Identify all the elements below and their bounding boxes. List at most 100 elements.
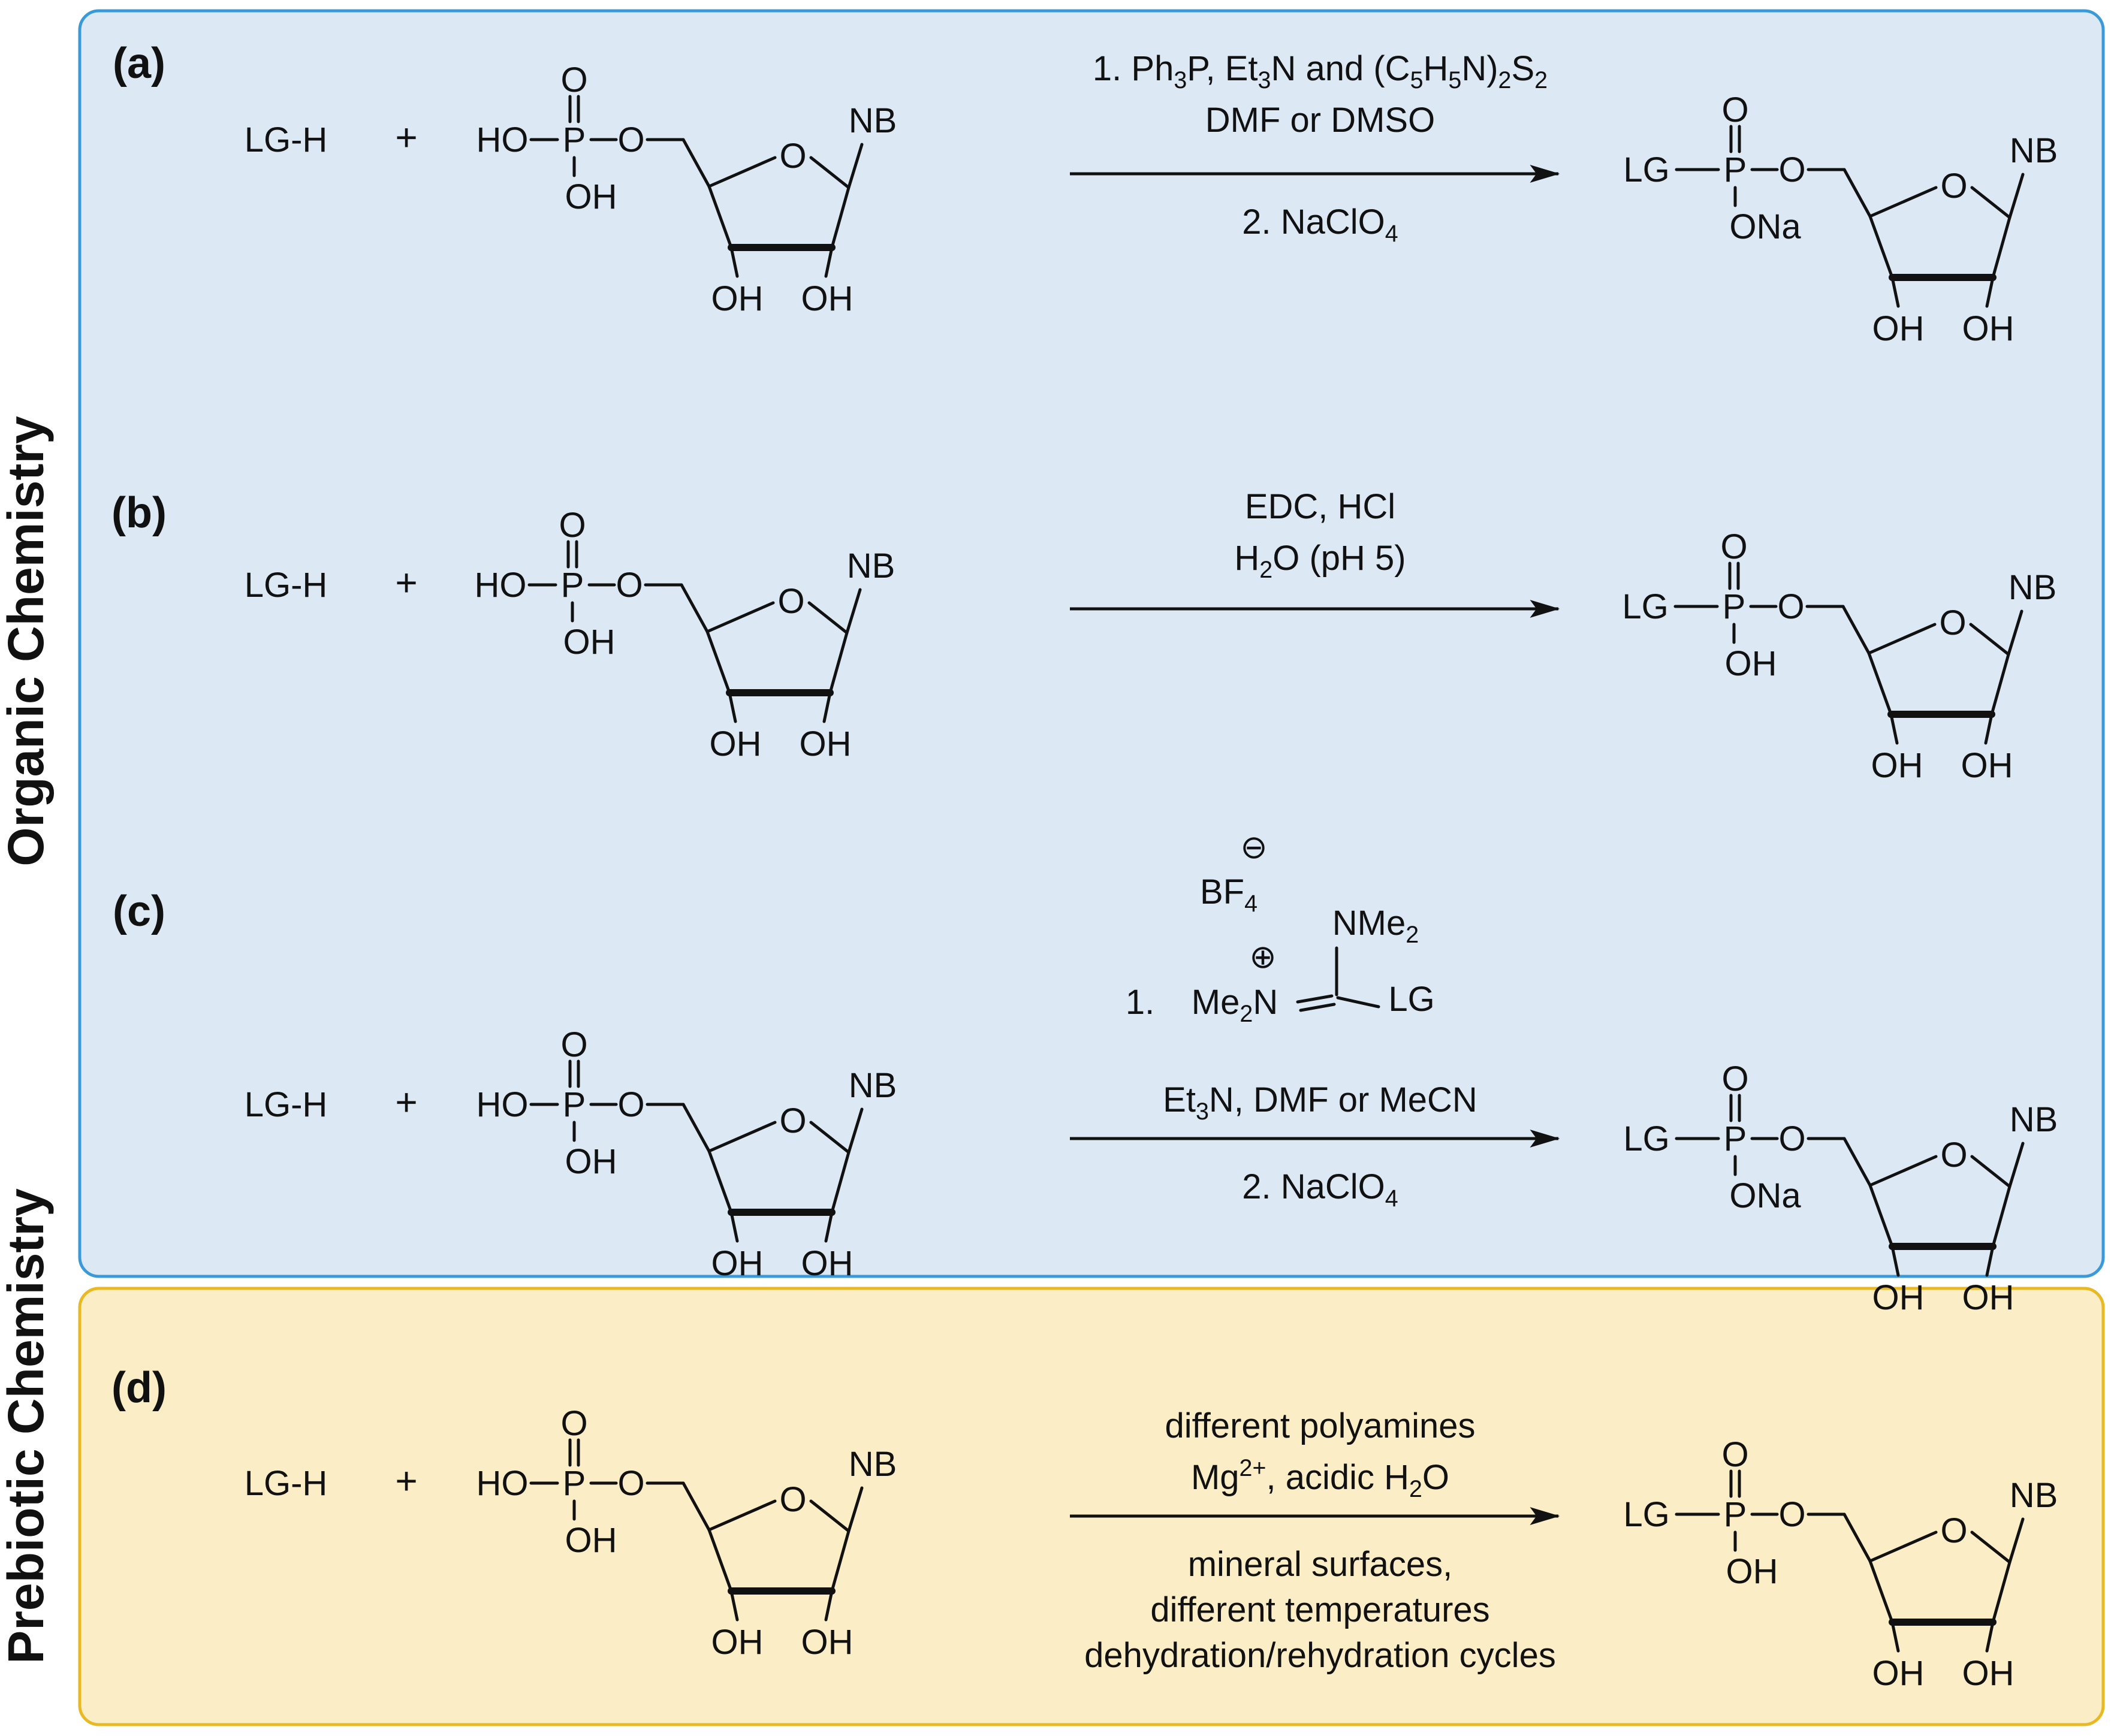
anion-charge: ⊖ xyxy=(1240,829,1267,865)
ring-bond xyxy=(707,1528,733,1593)
phosphorus-label: P xyxy=(1723,587,1746,626)
ring-oxygen-label: O xyxy=(1940,167,1967,206)
c3-oh-bond xyxy=(1889,712,1899,745)
ring-bond xyxy=(830,1529,851,1593)
ring-bond xyxy=(1970,1155,2012,1188)
phosphate-lower-label: OH xyxy=(565,177,617,216)
panel-letter: (d) xyxy=(111,1364,167,1412)
phosphorus-label: P xyxy=(1724,1119,1747,1158)
reagent-lg-label: LG xyxy=(1388,980,1434,1019)
phosphorus-label: P xyxy=(1724,150,1747,189)
panel-letter: (c) xyxy=(113,887,165,935)
ring-bond xyxy=(1868,1155,1938,1187)
phosphate-lower-label: OH xyxy=(1726,1552,1778,1591)
ring-bond xyxy=(830,186,851,249)
hydroxyl-label: OH xyxy=(711,279,764,318)
c3-oh-bond xyxy=(729,1589,739,1622)
ring-bond xyxy=(1867,623,1937,655)
lg-label: LG xyxy=(1623,1495,1669,1534)
ring-bond xyxy=(707,185,733,249)
ring-oxygen-label: O xyxy=(779,137,806,176)
phosphorus-label: P xyxy=(561,566,584,605)
ring-bond xyxy=(1868,186,1938,218)
oxo-label: O xyxy=(1721,1435,1748,1474)
condition-above: Mg2+, acidic H2O xyxy=(1191,1455,1449,1502)
hydroxyl-label: OH xyxy=(1871,746,1923,785)
phosphate-lower-label: ONa xyxy=(1729,1176,1801,1215)
prebiotic-chemistry-box xyxy=(78,1287,2105,1726)
nucleobase-label: NB xyxy=(849,101,897,140)
ring-bond xyxy=(1990,653,2010,716)
ring-bond xyxy=(705,601,775,633)
c1-nb-bond xyxy=(2008,173,2025,219)
ester-oxygen-label: O xyxy=(1778,150,1805,189)
nme2-label: NMe2 xyxy=(1332,904,1419,948)
condition-below: mineral surfaces, xyxy=(1188,1545,1453,1584)
condition-above: EDC, HCl xyxy=(1245,487,1395,526)
c1-nb-bond xyxy=(847,143,864,189)
ring-bond xyxy=(707,1499,777,1532)
ring-bond xyxy=(707,156,777,188)
ring-oxygen-label: O xyxy=(777,582,804,621)
c1-nb-bond xyxy=(2008,1517,2025,1564)
hydroxyl-label: OH xyxy=(1872,309,1925,348)
ring-bond xyxy=(807,601,849,635)
plus-sign: + xyxy=(395,561,417,604)
nucleobase-label: NB xyxy=(2010,1476,2058,1515)
c1-nb-bond xyxy=(845,588,862,635)
c3-oh-bond xyxy=(728,691,737,723)
ch2-c4-bond xyxy=(1842,1137,1872,1187)
step-number: 1. xyxy=(1126,983,1154,1022)
ring-oxygen-label: O xyxy=(1940,1136,1967,1175)
ester-oxygen-label: O xyxy=(617,1085,644,1124)
c2-oh-bond xyxy=(822,691,832,723)
me2n-label: Me2N xyxy=(1192,983,1278,1027)
lgh-label: LG-H xyxy=(245,1085,328,1124)
ester-oxygen-label: O xyxy=(1778,1119,1805,1158)
ho-label: HO xyxy=(475,566,527,605)
oxo-label: O xyxy=(560,61,587,99)
lgh-label: LG-H xyxy=(245,566,328,605)
hydroxyl-label: OH xyxy=(800,724,852,763)
ring-oxygen-label: O xyxy=(1939,603,1966,642)
ch2-c4-bond xyxy=(681,1481,711,1532)
ester-oxygen-label: O xyxy=(616,566,643,605)
ring-bond xyxy=(1868,215,1894,279)
organic-chemistry-label: Organic Chemistry xyxy=(0,416,54,867)
ring-oxygen-label: O xyxy=(779,1101,806,1140)
c1-nb-bond xyxy=(847,1107,864,1154)
ch2-c4-bond xyxy=(1842,1512,1872,1563)
oxo-label: O xyxy=(559,506,586,545)
ring-bond xyxy=(1868,1530,1938,1563)
condition-above: DMF or DMSO xyxy=(1205,101,1435,140)
ring-bond xyxy=(828,631,849,695)
ring-bond xyxy=(1868,1559,1894,1624)
ring-bond xyxy=(1970,186,2012,219)
ring-bond xyxy=(1969,623,2010,656)
hydroxyl-label: OH xyxy=(1961,746,2013,785)
condition-above: 1. Ph3P, Et3N and (C5H5N)2S2 xyxy=(1093,49,1548,93)
ester-oxygen-label: O xyxy=(1778,1495,1805,1534)
ring-bond xyxy=(809,1121,851,1154)
nucleobase-label: NB xyxy=(849,1445,897,1484)
phosphorus-label: P xyxy=(563,120,586,159)
panel-letter: (a) xyxy=(113,40,165,87)
phosphorus-label: P xyxy=(563,1085,586,1124)
c2-oh-bond xyxy=(824,1589,834,1622)
c-lg-bond xyxy=(1336,996,1380,1009)
ring-bond xyxy=(1867,651,1893,716)
ring-bond xyxy=(1868,1184,1894,1248)
oxo-label: O xyxy=(1720,527,1747,566)
condition-above: Et3N, DMF or MeCN xyxy=(1163,1080,1477,1125)
ester-oxygen-label: O xyxy=(1777,587,1804,626)
c1-nb-bond xyxy=(2007,609,2023,656)
ring-bond xyxy=(1991,1185,2012,1248)
condition-below: 2. NaClO4 xyxy=(1242,1167,1398,1212)
ring-bond xyxy=(1970,1530,2012,1564)
oxo-label: O xyxy=(560,1025,587,1064)
hydroxyl-label: OH xyxy=(801,1623,854,1662)
ho-label: HO xyxy=(477,1464,529,1503)
